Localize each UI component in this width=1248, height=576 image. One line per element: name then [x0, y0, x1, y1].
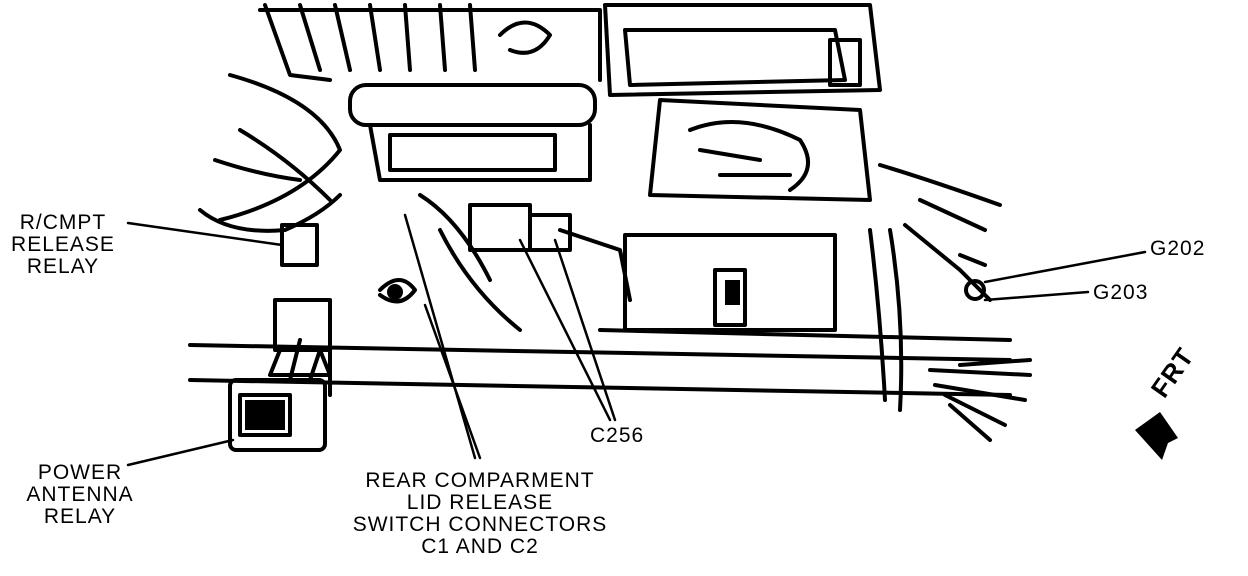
- rcmpt-release-relay-label: R/CMPT RELEASE RELAY: [8, 212, 118, 278]
- leader-rear-comp-2: [423, 303, 482, 460]
- leader-rcmpt: [126, 221, 284, 247]
- leader-c256-1: [518, 238, 612, 422]
- power-antenna-label-line-2: ANTENNA: [26, 483, 134, 506]
- power-antenna-label-line-1: POWER: [37, 461, 123, 484]
- rear-comp-label-line-3: SWITCH CONNECTORS: [352, 513, 608, 536]
- leader-rear-comp-1: [403, 213, 477, 460]
- rear-comp-label-line-4: C1 AND C2: [421, 535, 539, 558]
- rear-compartment-connectors-label: REAR COMPARMENT LID RELEASE SWITCH CONNE…: [340, 470, 620, 558]
- leader-g202: [983, 250, 1147, 284]
- leader-c256-2: [553, 238, 617, 422]
- power-antenna-label-line-3: RELAY: [43, 505, 117, 528]
- power-antenna-relay-label: POWER ANTENNA RELAY: [25, 462, 135, 528]
- rear-comp-label-line-1: REAR COMPARMENT: [365, 469, 595, 492]
- rcmpt-label-line-1: R/CMPT: [19, 211, 107, 234]
- rear-comp-label-line-2: LID RELEASE: [406, 491, 554, 514]
- leader-g203: [983, 290, 1090, 302]
- leader-power-antenna: [126, 438, 235, 467]
- rcmpt-label-line-3: RELAY: [26, 255, 100, 278]
- rcmpt-label-line-2: RELEASE: [11, 233, 115, 256]
- g203-label: G203: [1093, 281, 1149, 304]
- c256-label: C256: [590, 424, 645, 447]
- g202-label: G202: [1150, 237, 1206, 260]
